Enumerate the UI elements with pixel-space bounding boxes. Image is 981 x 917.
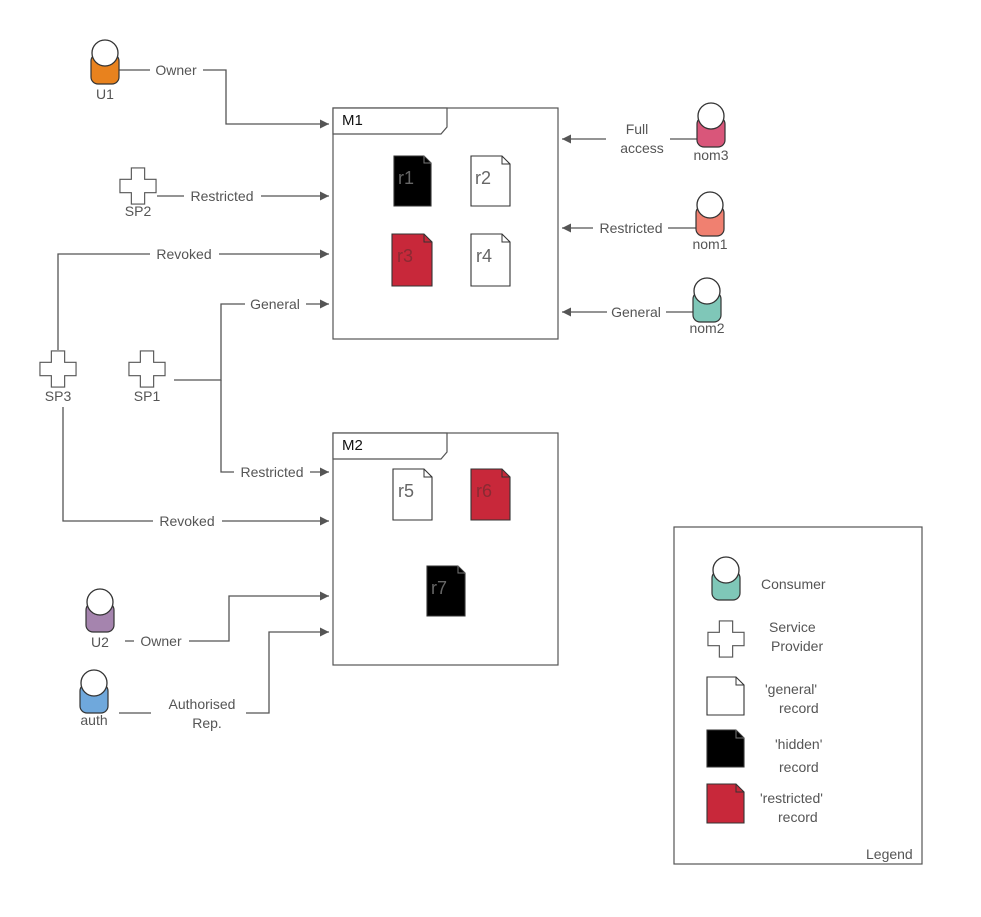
record-r5-label: r5	[398, 481, 414, 501]
record-r3-label: r3	[397, 246, 413, 266]
edge-sp3-revoked-m2	[62, 407, 329, 521]
actor-nom1-label: nom1	[692, 236, 727, 252]
edge-label-auth-rep-line2: Rep.	[192, 715, 222, 731]
legend-hidden-line2: record	[779, 759, 819, 775]
cross-icon	[119, 167, 157, 205]
record-r6[interactable]: r6	[470, 468, 511, 521]
edge-sp1-general	[174, 304, 329, 381]
container-m2-label: M2	[342, 437, 363, 454]
actor-nom2-label: nom2	[689, 320, 724, 336]
actor-nom1[interactable]: nom1	[692, 191, 728, 252]
edge-label-sp2-restricted: Restricted	[190, 188, 253, 204]
edge-label-sp1-general: General	[250, 296, 300, 312]
record-r7-label: r7	[431, 578, 447, 598]
record-r4-label: r4	[476, 246, 492, 266]
edge-label-sp3-revoked-m2: Revoked	[159, 513, 214, 529]
edge-sp1-restricted	[220, 380, 329, 472]
container-m2: M2	[332, 432, 559, 666]
edge-u2-owner	[125, 596, 329, 642]
edge-label-nom3-line2: access	[620, 140, 664, 156]
container-m1-label: M1	[342, 112, 363, 129]
legend-hidden-record-icon	[706, 729, 745, 768]
record-r3[interactable]: r3	[391, 233, 433, 287]
record-r5[interactable]: r5	[392, 468, 433, 521]
actor-u2[interactable]: U2	[85, 588, 115, 650]
edge-label-u2-owner: Owner	[140, 633, 182, 649]
actor-u1-label: U1	[96, 86, 114, 102]
actor-nom2[interactable]: nom2	[689, 277, 725, 336]
edge-label-nom3-line1: Full	[626, 121, 649, 137]
record-r4[interactable]: r4	[470, 233, 511, 287]
legend-general-line2: record	[779, 700, 819, 716]
actor-sp1-label: SP1	[134, 388, 161, 404]
record-r1[interactable]: r1	[393, 155, 432, 207]
edge-label-sp1-restricted: Restricted	[240, 464, 303, 480]
legend-general-line1: 'general'	[765, 681, 817, 697]
edge-label-auth-rep-line1: Authorised	[169, 696, 236, 712]
legend-general-record-icon	[706, 676, 745, 716]
actor-auth-label: auth	[80, 712, 107, 728]
record-r1-label: r1	[398, 168, 414, 188]
legend-title: Legend	[866, 846, 913, 862]
legend-restricted-line2: record	[778, 809, 818, 825]
cross-icon	[128, 350, 166, 388]
legend-restricted-line1: 'restricted'	[760, 790, 823, 806]
legend: Consumer Service Provider 'general' reco…	[673, 526, 923, 865]
edge-label-sp3-revoked-m1: Revoked	[156, 246, 211, 262]
actor-sp1[interactable]: SP1	[128, 350, 166, 404]
legend-service-provider-line2: Provider	[771, 638, 823, 654]
actor-sp3-label: SP3	[45, 388, 72, 404]
legend-service-provider-line1: Service	[769, 619, 816, 635]
actor-sp2[interactable]: SP2	[119, 167, 157, 219]
edge-sp3-revoked-m1	[57, 254, 329, 350]
actor-nom3-label: nom3	[693, 147, 728, 163]
actor-sp3[interactable]: SP3	[39, 350, 77, 404]
actor-nom3[interactable]: nom3	[693, 102, 729, 163]
actor-auth[interactable]: auth	[79, 669, 109, 728]
record-r2-label: r2	[475, 168, 491, 188]
legend-hidden-line1: 'hidden'	[775, 736, 822, 752]
actor-u1[interactable]: U1	[90, 39, 120, 102]
actor-u2-label: U2	[91, 634, 109, 650]
cross-icon	[39, 350, 77, 388]
legend-consumer-label: Consumer	[761, 576, 826, 592]
record-r6-label: r6	[476, 481, 492, 501]
edge-auth-rep	[119, 632, 329, 714]
edge-label-nom1-restricted: Restricted	[599, 220, 662, 236]
edge-label-u1-owner: Owner	[155, 62, 197, 78]
record-r2[interactable]: r2	[470, 155, 511, 207]
edge-u1-owner	[119, 69, 329, 124]
container-m1: M1	[332, 107, 559, 340]
actor-sp2-label: SP2	[125, 203, 152, 219]
legend-restricted-record-icon	[706, 783, 745, 824]
edge-label-nom2-general: General	[611, 304, 661, 320]
record-r7[interactable]: r7	[426, 565, 466, 617]
